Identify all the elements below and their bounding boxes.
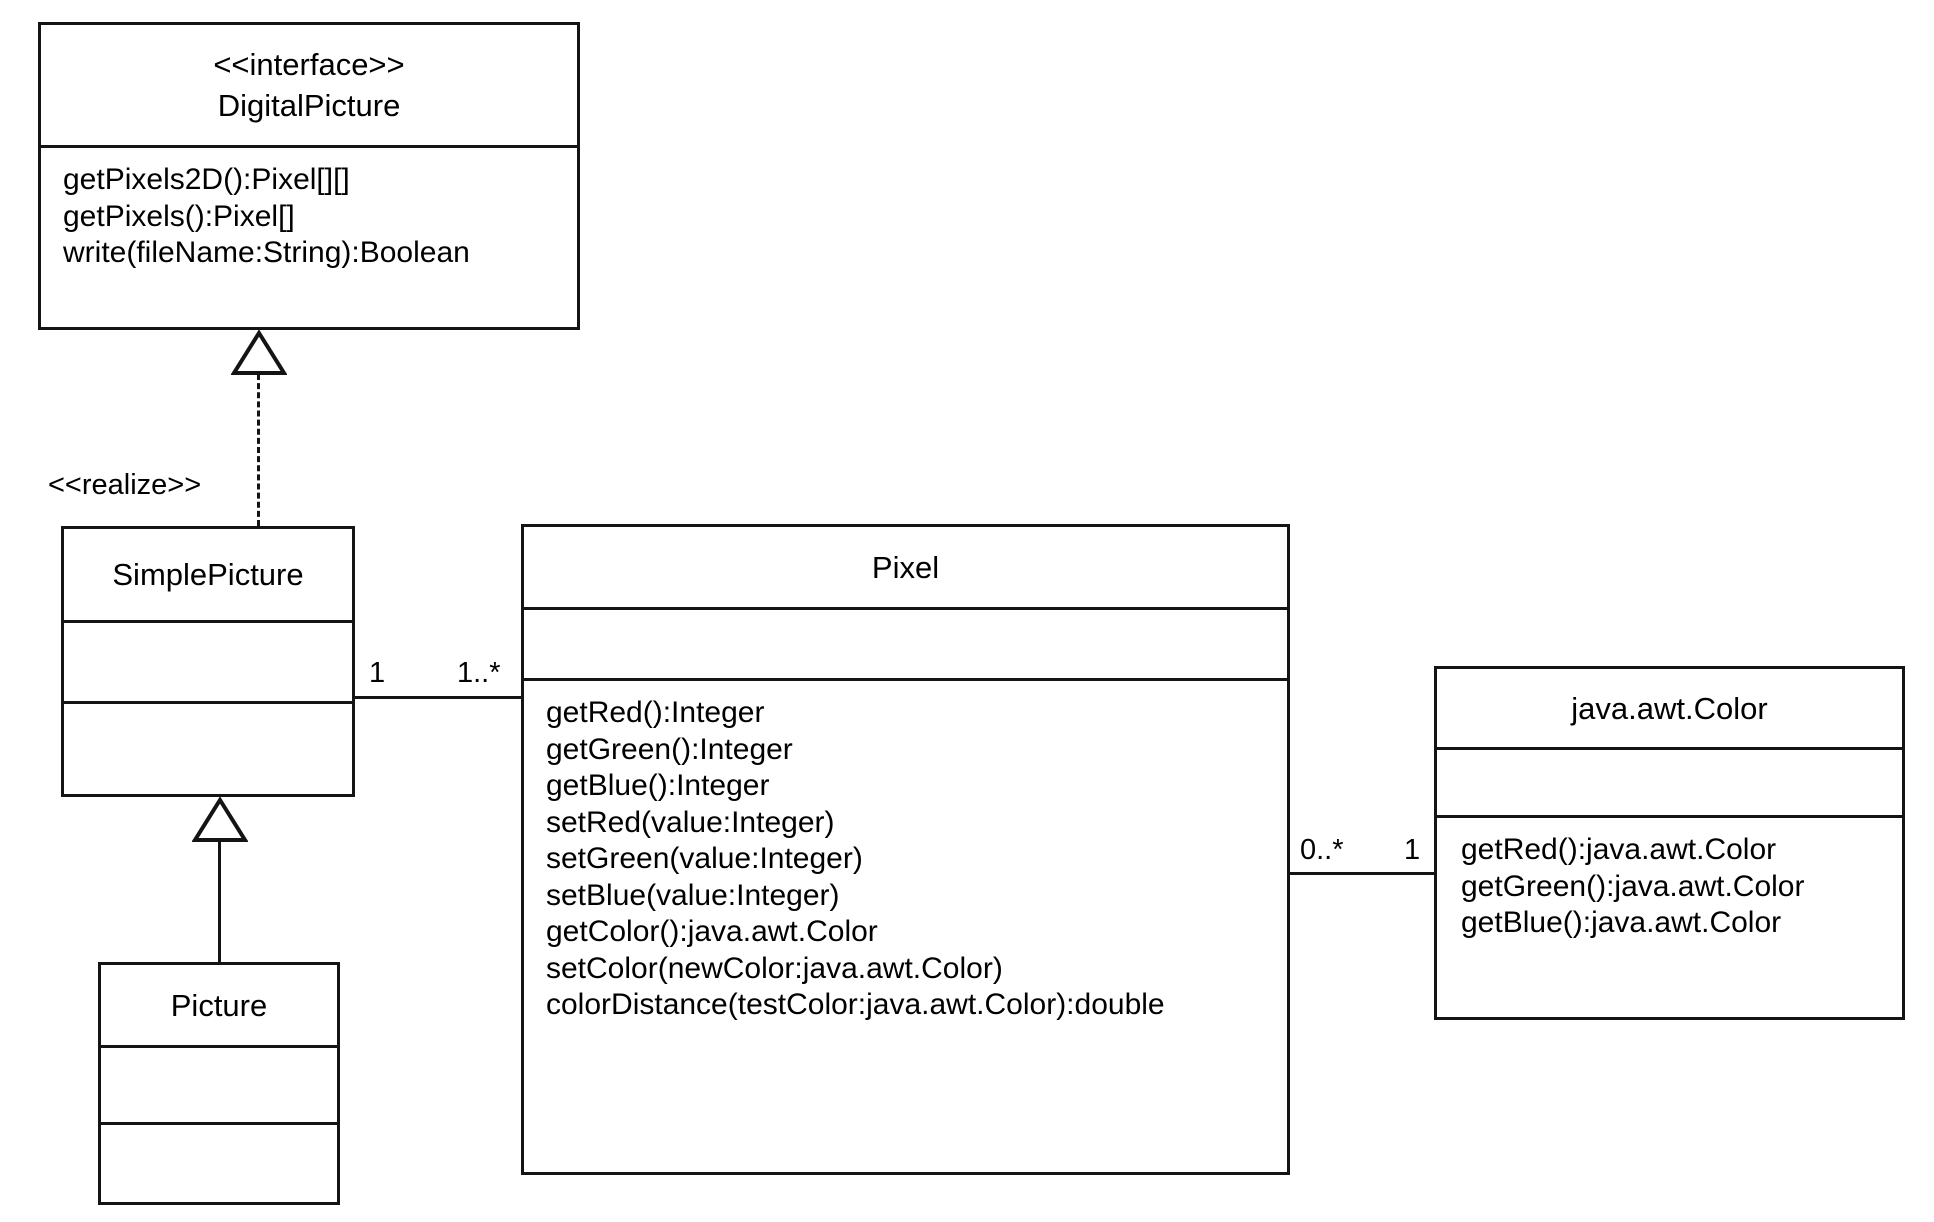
method-item: getRed():Integer — [546, 696, 765, 729]
class-header-picture: Picture — [101, 965, 337, 1045]
class-methods-simplepicture — [64, 701, 352, 794]
method-item: getBlue():Integer — [546, 769, 770, 802]
method-item: getPixels2D():Pixel[][] — [63, 163, 350, 196]
class-box-digitalpicture[interactable]: <<interface>> DigitalPicture getPixels2D… — [38, 22, 580, 330]
realize-connector-line — [257, 374, 260, 526]
method-item: getBlue():java.awt.Color — [1461, 906, 1782, 939]
class-attributes-picture — [101, 1045, 337, 1122]
class-box-simplepicture[interactable]: SimplePicture — [61, 526, 355, 797]
class-stereotype-digitalpicture: <<interface>> — [213, 47, 405, 82]
multiplicity-pixel-color-source: 0..* — [1300, 834, 1344, 866]
generalization-connector-line — [218, 840, 221, 964]
class-attributes-javaawtcolor — [1437, 747, 1902, 815]
class-name-digitalpicture: DigitalPicture — [217, 88, 401, 123]
class-methods-digitalpicture: getPixels2D():Pixel[][] getPixels():Pixe… — [41, 145, 577, 278]
multiplicity-pixel-color-target: 1 — [1404, 834, 1421, 866]
class-name-pixel: Pixel — [871, 549, 940, 585]
class-box-pixel[interactable]: Pixel getRed():Integer getGreen():Intege… — [521, 524, 1290, 1175]
association-line-simplepicture-pixel — [352, 696, 524, 699]
method-item: setBlue(value:Integer) — [546, 878, 840, 912]
class-box-picture[interactable]: Picture — [98, 962, 340, 1205]
association-line-pixel-color — [1287, 872, 1437, 875]
class-attributes-pixel — [524, 607, 1287, 678]
class-methods-javaawtcolor: getRed():java.awt.Color getGreen():java.… — [1437, 815, 1902, 1017]
method-item: getRed():java.awt.Color — [1461, 833, 1777, 866]
class-methods-picture — [101, 1122, 337, 1202]
method-item: getColor():java.awt.Color — [546, 915, 878, 948]
realize-label: <<realize>> — [48, 469, 202, 501]
multiplicity-pixel-side: 1..* — [457, 657, 501, 689]
method-item: setColor(newColor:java.awt.Color) — [546, 951, 1003, 985]
class-header-simplepicture: SimplePicture — [64, 529, 352, 620]
class-header-pixel: Pixel — [524, 527, 1287, 607]
method-item: setGreen(value:Integer) — [546, 842, 863, 875]
method-item: getGreen():java.awt.Color — [1461, 869, 1805, 903]
class-header-digitalpicture: <<interface>> DigitalPicture — [41, 25, 577, 145]
class-attributes-simplepicture — [64, 620, 352, 701]
method-item: setRed(value:Integer) — [546, 805, 835, 839]
multiplicity-simplepicture-side: 1 — [369, 657, 386, 689]
class-name-simplepicture: SimplePicture — [112, 557, 304, 592]
method-item: write(fileName:String):Boolean — [63, 236, 470, 269]
method-item: getGreen():Integer — [546, 732, 793, 766]
class-methods-pixel: getRed():Integer getGreen():Integer getB… — [524, 678, 1287, 1172]
class-box-javaawtcolor[interactable]: java.awt.Color getRed():java.awt.Color g… — [1434, 666, 1905, 1020]
class-header-javaawtcolor: java.awt.Color — [1437, 669, 1902, 747]
class-name-javaawtcolor: java.awt.Color — [1571, 690, 1768, 726]
class-name-picture: Picture — [170, 987, 268, 1023]
method-item: getPixels():Pixel[] — [63, 199, 295, 233]
method-item: colorDistance(testColor:java.awt.Color):… — [546, 988, 1165, 1021]
